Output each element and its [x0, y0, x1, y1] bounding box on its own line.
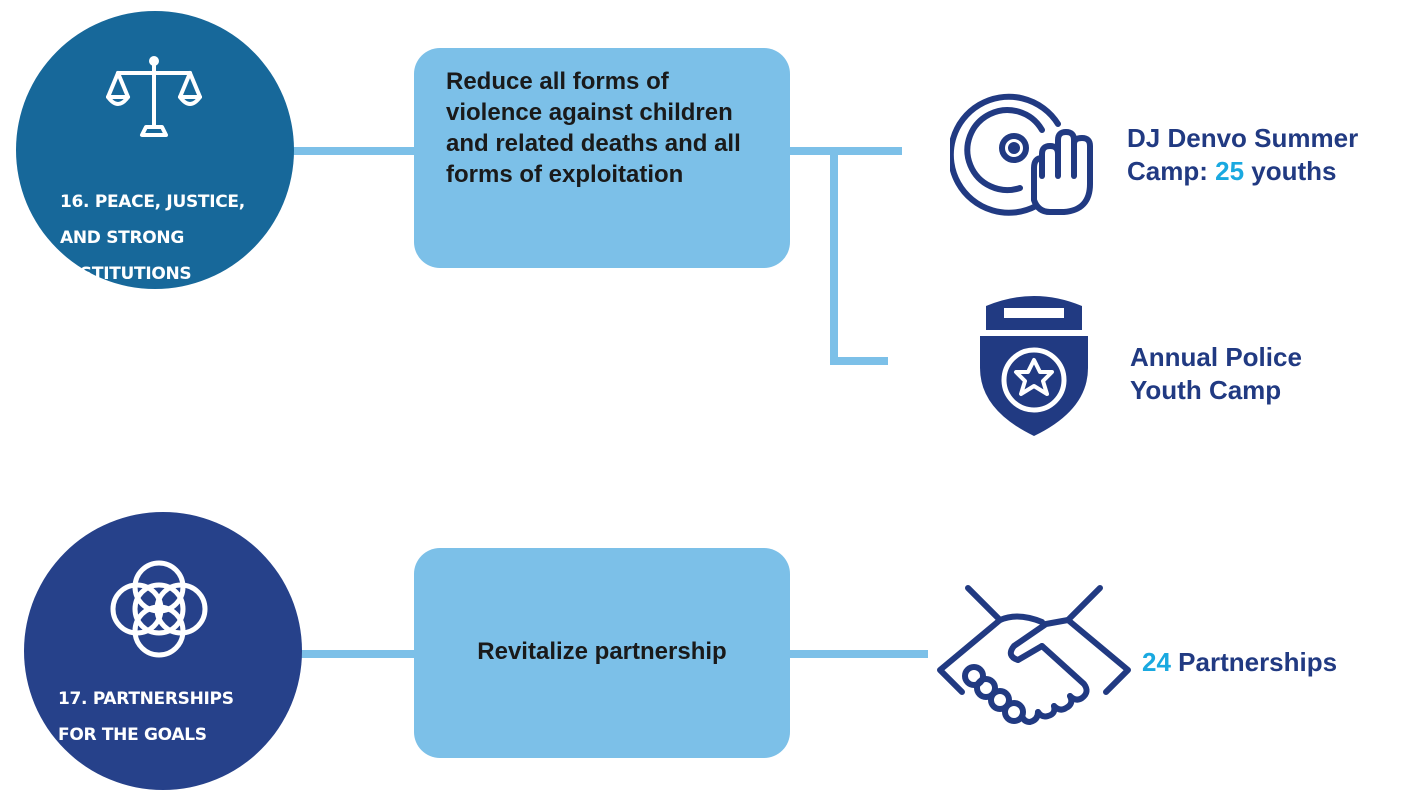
goal-16-target-box: Reduce all forms of violence against chi… — [414, 48, 790, 268]
handshake-icon — [937, 585, 1131, 725]
connector-goal16-to-target — [292, 147, 416, 155]
goal-16-circle: 16. Peace, Justice, and Strong Instituti… — [16, 11, 294, 289]
goal-16-label: 16. Peace, Justice, and Strong Instituti… — [60, 192, 245, 284]
police-badge-icon — [980, 296, 1088, 436]
dj-youth-count: 25 — [1215, 156, 1245, 186]
police-camp-result: Annual Police Youth Camp — [1130, 342, 1302, 405]
partnerships-result: 24 Partnerships — [1142, 647, 1338, 677]
goal-16-target-text: Reduce all forms of violence against chi… — [446, 68, 741, 188]
connector-branch-vertical — [830, 147, 838, 365]
goal-17-circle: 17. Partnerships for the Goals — [24, 512, 302, 790]
goal-17-label: 17. Partnerships for the Goals — [58, 689, 234, 745]
goal-17-target-text: Revitalize partnership — [477, 638, 727, 665]
partnership-count: 24 — [1142, 647, 1171, 677]
dj-denvo-result: DJ Denvo Summer Camp: 25 youths — [1127, 123, 1359, 186]
interlocking-rings-icon — [110, 560, 208, 658]
dj-turntable-icon — [950, 93, 1093, 216]
connector-branch-to-police — [830, 357, 888, 365]
connector-goal17-to-target — [300, 650, 416, 658]
scales-of-justice-icon — [106, 56, 202, 137]
goal-17-target-box: Revitalize partnership — [414, 548, 790, 758]
connector-target16-to-branch — [788, 147, 902, 155]
connector-target17-to-handshake — [788, 650, 928, 658]
